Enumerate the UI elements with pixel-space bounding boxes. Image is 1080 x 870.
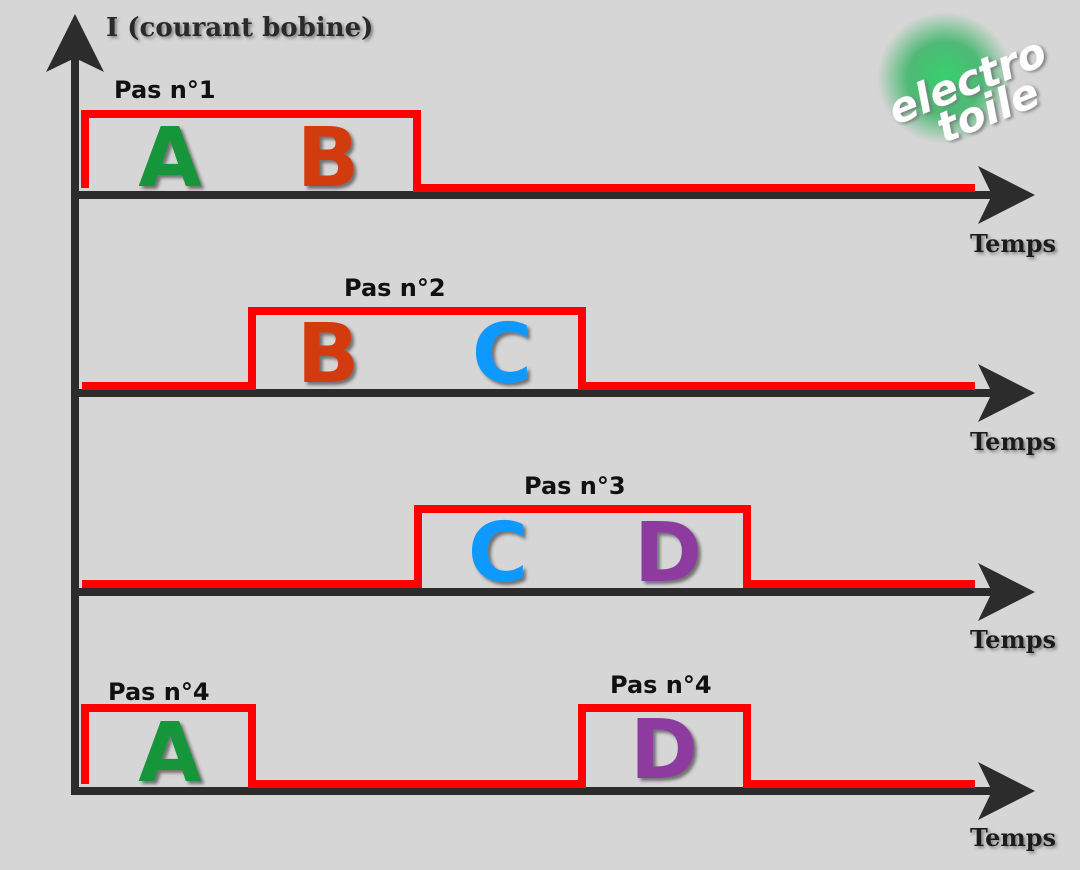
signal-waveform <box>82 307 975 390</box>
time-axis-arrow-icon <box>978 762 1035 820</box>
coil-letter-a: A <box>138 706 202 801</box>
time-axis-label: Temps <box>970 229 1056 258</box>
y-axis: I (courant bobine) <box>46 13 373 795</box>
time-axis-label: Temps <box>970 427 1056 456</box>
signal-waveform <box>81 704 975 788</box>
pulse-label: Pas n°3 <box>524 472 626 500</box>
coil-letter-d: D <box>630 703 698 798</box>
timing-row-2: Temps Pas n°2 B C <box>75 274 1056 456</box>
timing-row-4: Temps Pas n°4 Pas n°4 A D <box>75 671 1056 852</box>
pulse-label: Pas n°2 <box>344 274 446 302</box>
coil-letter-d: D <box>634 506 702 601</box>
coil-letter-a: A <box>138 111 202 206</box>
time-axis-label: Temps <box>970 625 1056 654</box>
signal-waveform <box>81 110 975 192</box>
pulse-label: Pas n°4 <box>610 671 712 699</box>
pulse-label: Pas n°1 <box>114 76 216 104</box>
signal-waveform <box>82 505 975 588</box>
y-axis-arrow-icon <box>46 14 104 72</box>
y-axis-label: I (courant bobine) <box>106 13 373 43</box>
coil-letter-b: B <box>297 307 360 402</box>
timing-row-1: Temps Pas n°1 A B <box>75 76 1056 258</box>
coil-letter-c: C <box>472 307 532 402</box>
timing-row-3: Temps Pas n°3 C D <box>75 472 1056 654</box>
logo-glow <box>877 12 1013 144</box>
pulse-label: Pas n°4 <box>108 678 210 706</box>
time-axis-label: Temps <box>970 823 1056 852</box>
coil-letter-b: B <box>297 111 360 206</box>
electrotoile-logo: electro toile <box>877 12 1053 153</box>
coil-letter-c: C <box>468 506 528 601</box>
time-axis-arrow-icon <box>978 563 1035 621</box>
time-axis-arrow-icon <box>978 166 1035 224</box>
time-axis-arrow-icon <box>978 364 1035 422</box>
